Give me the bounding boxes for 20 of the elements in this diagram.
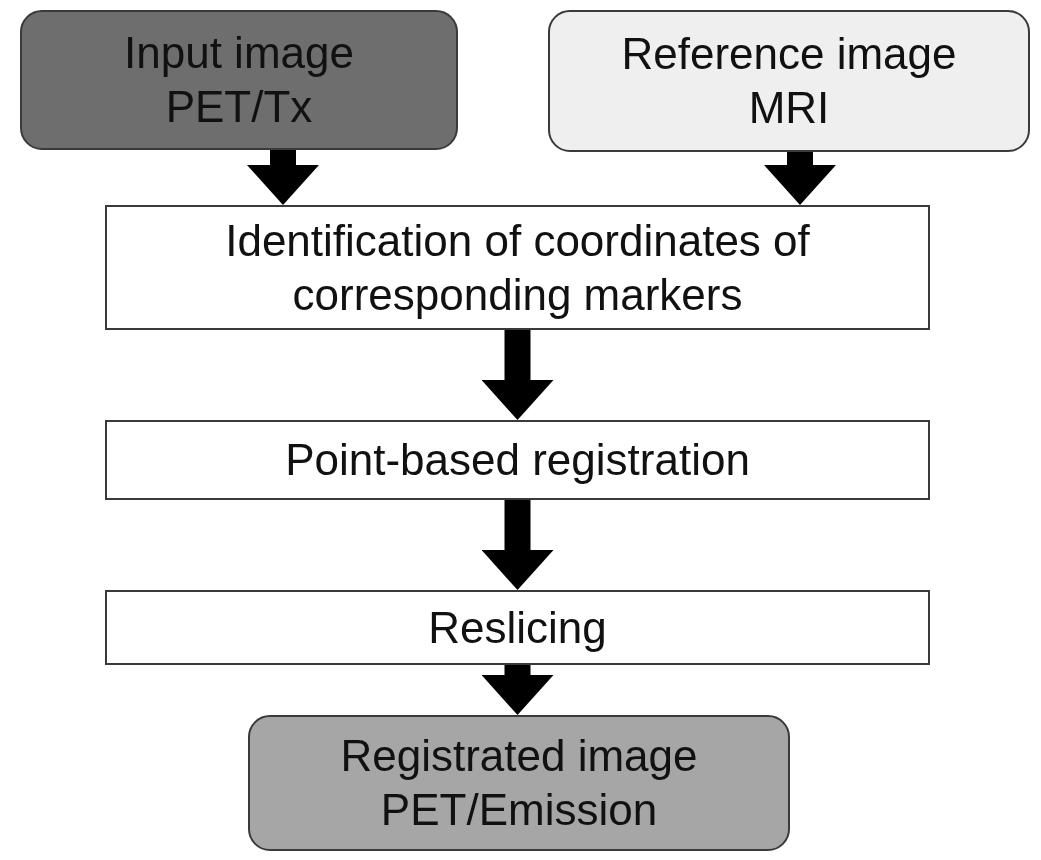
box-label: MRI [747, 82, 831, 134]
block-arrow [247, 150, 319, 205]
process-box [248, 715, 790, 851]
block-arrow [481, 665, 554, 715]
box-label: Identification of coordinates of corresponding markers [224, 214, 811, 321]
box-label: Point-based registration [284, 434, 751, 487]
block-arrow [481, 330, 554, 420]
box-label: Registrated image [339, 730, 699, 783]
box-label: PET/Tx [164, 81, 314, 133]
box-label: Reference image [620, 28, 958, 81]
process-box [548, 10, 1030, 152]
process-box [105, 205, 930, 330]
box-label: PET/Emission [379, 784, 659, 836]
block-arrow [764, 152, 836, 205]
box-label: Input image [123, 27, 355, 80]
box-label: Reslicing [427, 601, 608, 654]
block-arrow [481, 500, 554, 590]
process-box [105, 590, 930, 665]
process-box [20, 10, 458, 150]
process-box [105, 420, 930, 500]
